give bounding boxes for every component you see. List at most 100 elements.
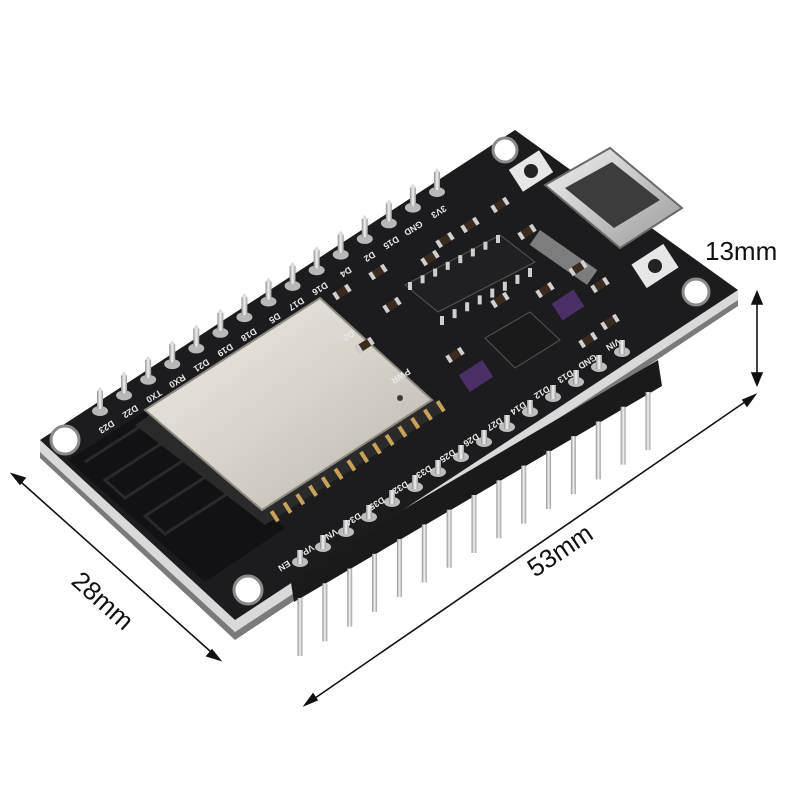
header-pad [332, 249, 349, 260]
chip-leg [465, 302, 470, 312]
dimension-width [302, 393, 758, 707]
module-pin [333, 467, 344, 481]
chip-leg [458, 255, 463, 264]
pin-tip [434, 168, 440, 172]
header-pin [193, 328, 200, 347]
pin-tip [169, 340, 176, 345]
header-pad [429, 187, 445, 197]
header-pin [361, 218, 368, 237]
header-pin [619, 340, 625, 354]
header-pin [389, 490, 395, 504]
smd-part [332, 283, 352, 301]
module-pin [320, 476, 331, 489]
header-pad [260, 296, 277, 307]
header-pin [521, 465, 527, 524]
silkscreen-top-row: 3V3GNDD15D2D4D16D17D5D18D19D21RX0TX0D22D… [97, 203, 448, 435]
chip-legs [408, 235, 532, 325]
module-pin [410, 416, 421, 430]
chip-leg [440, 316, 444, 325]
module-pin [397, 425, 408, 438]
module-pin [295, 493, 306, 506]
header-pin [434, 172, 440, 190]
diode [458, 359, 494, 393]
pin-tip [265, 277, 272, 282]
header-pin [550, 385, 556, 399]
header-pin [366, 505, 372, 519]
header-pin [320, 535, 326, 549]
dimension-height [750, 289, 764, 388]
pin-tip [289, 261, 296, 266]
boot-button [508, 150, 554, 192]
header-pin [546, 450, 552, 509]
header-pin [241, 297, 248, 316]
smd-part [517, 223, 537, 241]
header-pin [385, 203, 392, 222]
chip-leg [490, 288, 495, 298]
header-pin [121, 375, 128, 394]
header-pin [471, 495, 477, 553]
smd-part [382, 296, 402, 314]
mounting-hole [491, 136, 519, 164]
header-plastic [290, 360, 662, 602]
header-pad [164, 359, 181, 370]
dimension-depth [9, 472, 223, 662]
chip-leg [445, 261, 450, 270]
header-pad [116, 390, 133, 401]
header-pad [380, 218, 397, 229]
header-pin [265, 281, 272, 300]
header-pad [188, 343, 205, 354]
mounting-hole [681, 277, 711, 307]
pin-tip [409, 183, 416, 188]
usb-c-opening [565, 162, 660, 228]
pin-tip [361, 214, 368, 219]
header-pad [404, 202, 421, 213]
module-dot [397, 395, 403, 401]
chip-leg [502, 281, 507, 291]
pin-tip [217, 308, 224, 313]
header-pin [337, 234, 344, 253]
header-pin [322, 583, 328, 642]
mounting-hole [232, 574, 264, 606]
pin-tip [121, 371, 128, 376]
header-pin [217, 312, 224, 331]
header-pad [236, 312, 253, 323]
header-pad [212, 327, 229, 338]
header-pin [145, 359, 152, 378]
reset-button [631, 243, 679, 289]
pin-tip [145, 355, 152, 360]
module-pin [423, 408, 433, 421]
header-pin [446, 509, 452, 568]
header-pin [573, 370, 579, 384]
smd-part [568, 259, 588, 277]
pin-tip [193, 324, 200, 329]
smd-part [420, 249, 440, 267]
pin-tip [97, 387, 103, 391]
header-pin [421, 524, 427, 583]
module-pin [435, 400, 446, 413]
smd-part [368, 263, 388, 281]
module-pin [384, 433, 395, 447]
smd-part [600, 313, 620, 331]
header-pin [313, 250, 320, 269]
module-pins [269, 400, 446, 523]
smd-part [355, 336, 375, 354]
chip-leg [408, 282, 412, 290]
header-pin [297, 598, 303, 656]
smd-part [445, 346, 465, 364]
smd-part [578, 331, 598, 349]
smd-part [490, 291, 510, 309]
smd-part [490, 196, 510, 214]
voltage-regulator [484, 311, 561, 369]
header-pin [412, 475, 418, 489]
header-pin [504, 415, 510, 429]
module-pin [359, 450, 370, 464]
pin-tip [385, 199, 392, 204]
header-pin [347, 568, 353, 627]
header-pin [372, 553, 378, 612]
header-pin [645, 392, 651, 450]
header-pin [343, 520, 349, 534]
header-pin [570, 436, 576, 495]
chip-leg [470, 248, 475, 257]
top-header-pins [92, 168, 630, 567]
